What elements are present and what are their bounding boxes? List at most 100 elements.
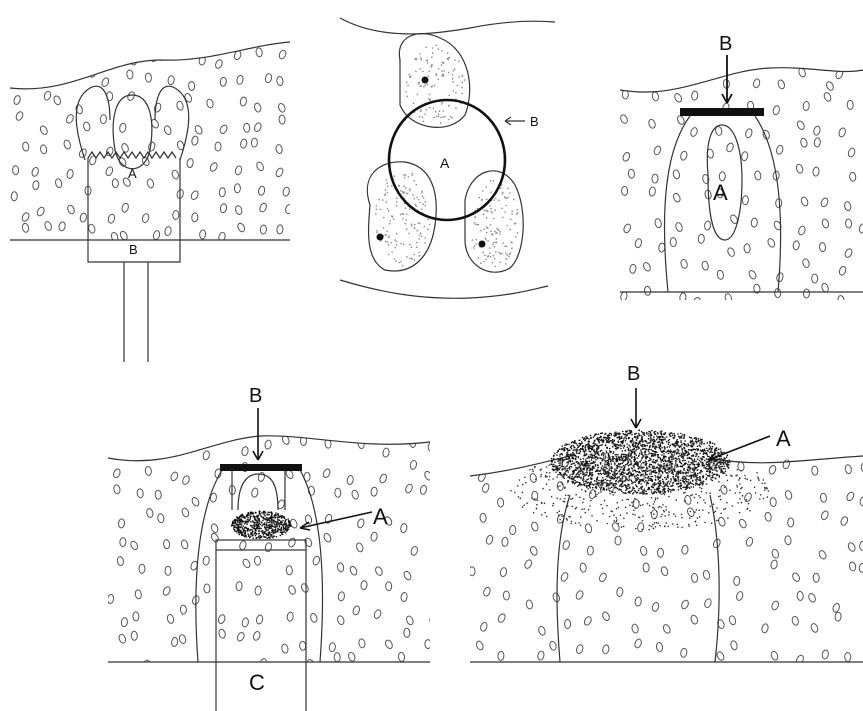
stipple-dot <box>260 528 262 530</box>
stipple-dot <box>623 473 625 475</box>
stipple-dot <box>586 481 588 483</box>
stipple-dot <box>676 499 678 501</box>
stipple-dot <box>493 242 495 244</box>
stipple-dot <box>594 435 596 437</box>
stipple-dot <box>678 486 680 488</box>
stipple-dot <box>580 525 582 527</box>
stipple-dot <box>681 478 683 480</box>
stipple-dot <box>387 208 389 210</box>
stipple-dot <box>234 522 236 524</box>
tissue-cell <box>253 122 262 133</box>
stipple-dot <box>571 455 573 457</box>
stipple-dot <box>598 480 600 482</box>
stipple-dot <box>622 482 624 484</box>
tissue-cell <box>312 555 321 566</box>
stipple-dot <box>660 483 662 485</box>
stipple-dot <box>739 498 741 500</box>
stipple-dot <box>664 515 666 517</box>
stipple-dot <box>565 443 567 445</box>
tissue-cell <box>819 242 826 251</box>
stipple-dot <box>628 480 630 482</box>
stipple-dot <box>626 454 628 456</box>
stipple-dot <box>703 443 705 445</box>
stipple-dot <box>668 514 670 516</box>
stipple-dot <box>623 517 625 519</box>
stipple-dot <box>250 518 252 520</box>
stipple-dot <box>728 467 730 469</box>
stipple-dot <box>259 521 261 523</box>
stipple-dot <box>711 523 713 525</box>
stipple-dot <box>600 488 602 490</box>
tissue-cell <box>800 138 808 148</box>
stipple-dot <box>586 438 588 440</box>
stipple-dot <box>263 523 265 525</box>
stipple-dot <box>400 214 402 216</box>
tissue-cell <box>733 576 740 585</box>
stipple-dot <box>271 532 273 534</box>
stipple-dot <box>240 527 242 529</box>
stipple-dot <box>259 524 261 526</box>
stipple-dot <box>649 473 651 475</box>
stipple-dot <box>696 509 698 511</box>
stipple-dot <box>585 436 587 438</box>
stipple-dot <box>695 449 697 451</box>
stipple-dot <box>622 471 624 473</box>
stipple-dot <box>416 246 418 248</box>
stipple-dot <box>618 445 620 447</box>
stipple-dot <box>416 184 418 186</box>
stipple-dot <box>553 458 555 460</box>
stipple-dot <box>615 477 617 479</box>
stipple-dot <box>234 529 236 531</box>
stipple-dot <box>600 433 602 435</box>
tissue-cell <box>163 539 170 549</box>
stipple-dot <box>493 180 495 182</box>
stipple-dot <box>449 57 451 59</box>
stipple-dot <box>556 476 558 478</box>
stipple-dot <box>517 212 519 214</box>
tissue-cell <box>287 612 294 622</box>
stipple-dot <box>678 436 680 438</box>
stipple-dot <box>704 450 706 452</box>
stipple-dot <box>572 460 574 462</box>
stipple-dot <box>478 224 480 226</box>
stipple-dot <box>682 457 684 459</box>
stipple-dot <box>648 433 650 435</box>
tissue-cell <box>807 592 816 603</box>
stipple-dot <box>259 535 261 537</box>
stipple-dot <box>702 475 704 477</box>
stipple-dot <box>269 537 271 539</box>
stipple-dot <box>606 476 608 478</box>
serrated-edge-1 <box>88 152 176 158</box>
stipple-dot <box>590 437 592 439</box>
stipple-dot <box>609 469 611 471</box>
stipple-dot <box>681 514 683 516</box>
stipple-dot <box>285 526 287 528</box>
stipple-dot <box>519 479 521 481</box>
stipple-dot <box>266 524 268 526</box>
stipple-dot <box>600 491 602 493</box>
tissue-cell <box>509 525 516 535</box>
stipple-dot <box>673 458 675 460</box>
stipple-dot <box>574 465 576 467</box>
stipple-dot <box>514 223 516 225</box>
stipple-dot <box>666 469 668 471</box>
stipple-dot <box>619 445 621 447</box>
stipple-dot <box>649 478 651 480</box>
stipple-dot <box>715 470 717 472</box>
stipple-dot <box>697 477 699 479</box>
stipple-dot <box>664 465 666 467</box>
stipple-dot <box>441 50 443 52</box>
tissue-cell <box>239 540 247 550</box>
stipple-dot <box>648 438 650 440</box>
stipple-dot <box>429 107 431 109</box>
stipple-dot <box>672 443 674 445</box>
tissue-cell <box>485 535 493 545</box>
stipple-dot <box>585 512 587 514</box>
stipple-dot <box>682 487 684 489</box>
stipple-dot <box>496 228 498 230</box>
stipple-dot <box>584 453 586 455</box>
stipple-dot <box>606 480 608 482</box>
stipple-dot <box>413 102 415 104</box>
tissue-cell <box>373 609 382 620</box>
stipple-dot <box>589 505 591 507</box>
